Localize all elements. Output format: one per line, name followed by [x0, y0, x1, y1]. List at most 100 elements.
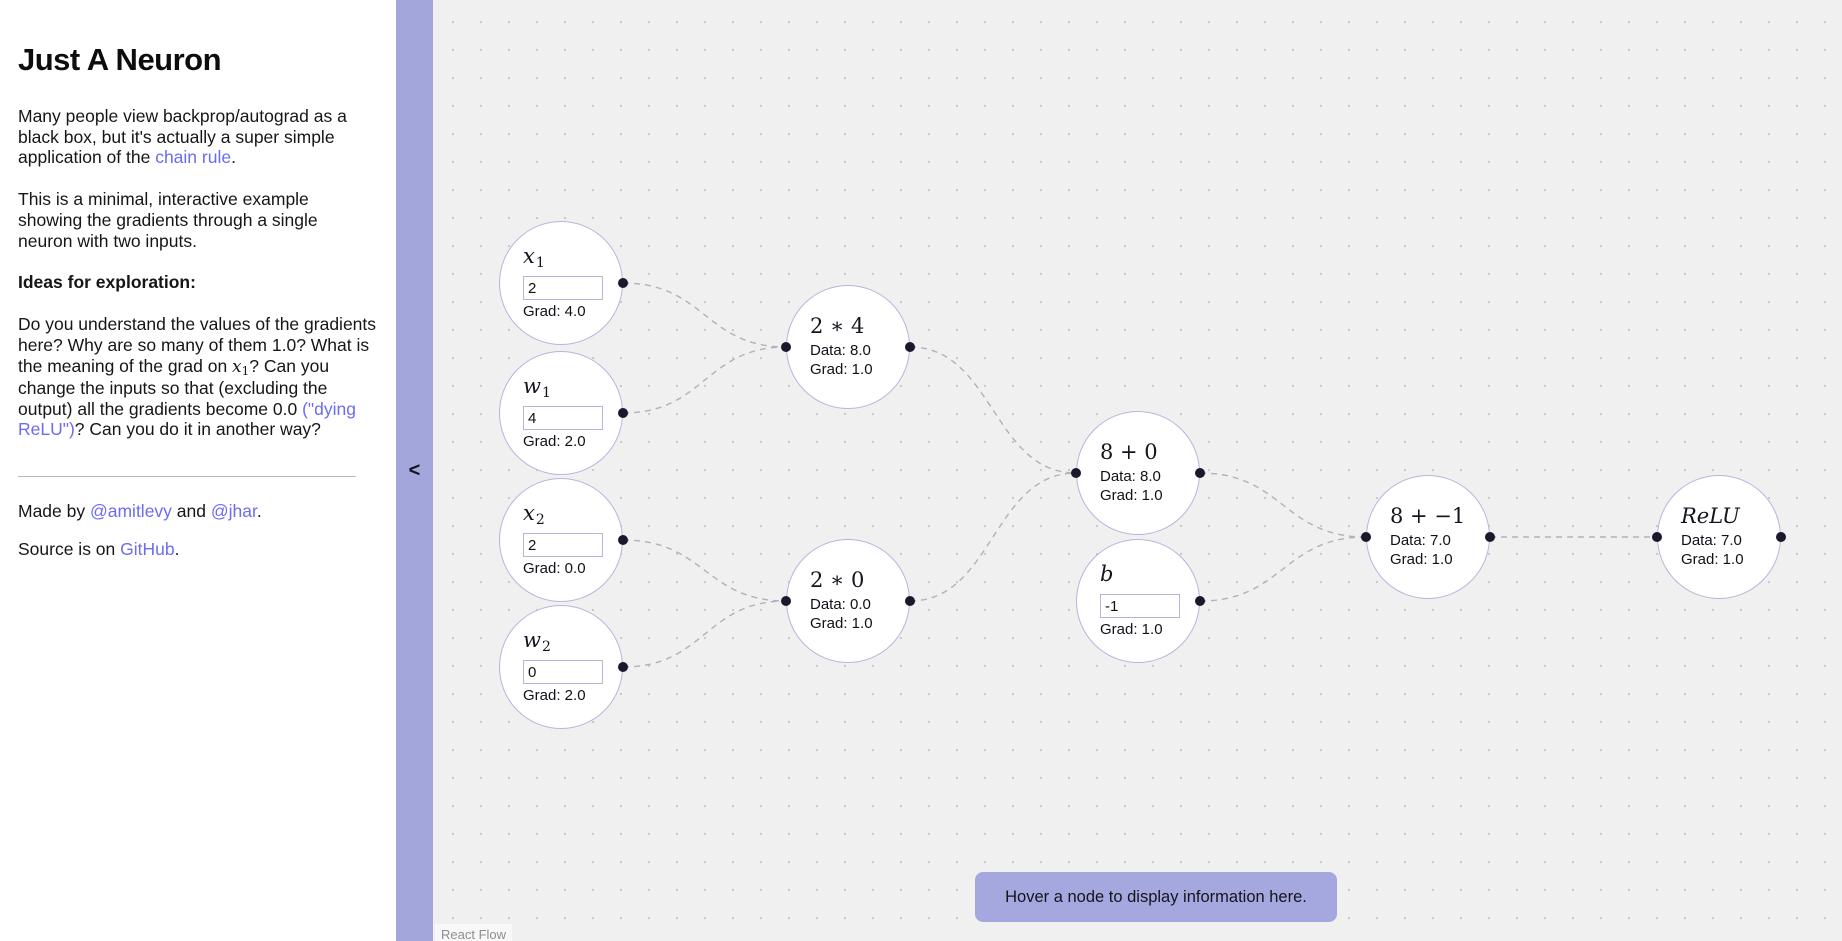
intro-period: . [231, 147, 236, 168]
made-by-text: Made by [18, 501, 90, 522]
source-text: Source is on [18, 538, 121, 559]
node-w2-grad: Grad: 2.0 [523, 687, 586, 705]
edge-x2-mul2 [622, 539, 787, 602]
node-x2[interactable]: x2 Grad: 0.0 [499, 478, 628, 602]
collapse-sidebar-button[interactable]: < [408, 459, 421, 481]
node-w1-grad: Grad: 2.0 [523, 433, 586, 451]
ideas-text-3: ? Can you do it in another way? [74, 419, 321, 440]
ideas-paragraph: Do you understand the values of the grad… [18, 314, 376, 440]
node-x1-grad: Grad: 4.0 [523, 303, 586, 321]
node-multiply-1[interactable]: 2 ∗ 4 Data: 8.0 Grad: 1.0 [781, 285, 915, 409]
node-info-panel: Hover a node to display information here… [975, 872, 1337, 922]
source-handle[interactable] [618, 278, 628, 288]
label-sub: 1 [535, 254, 545, 271]
node-w1-label: w1 [523, 373, 551, 401]
node-multiply-2-data: Data: 0.0 [810, 596, 871, 614]
edge-add1-add2 [1199, 472, 1367, 538]
node-relu[interactable]: ReLU Data: 7.0 Grad: 1.0 [1652, 475, 1786, 599]
node-bias-grad: Grad: 1.0 [1100, 621, 1163, 639]
label-main: b [1100, 561, 1114, 586]
dying-relu-link[interactable]: ("dying ReLU") [18, 398, 356, 440]
node-w1-value-input[interactable] [523, 406, 603, 431]
node-multiply-2-grad: Grad: 1.0 [810, 614, 873, 632]
node-bias-value-input[interactable] [1100, 594, 1180, 619]
label-sub: 2 [535, 511, 545, 528]
node-add-2-label: 8 + −1 [1390, 504, 1466, 529]
label-main: x [523, 243, 535, 268]
source-handle[interactable] [905, 596, 915, 606]
source-handle[interactable] [618, 662, 628, 672]
ideas-text-2: ? Can you change the inputs so that (exc… [18, 355, 330, 419]
math-main: x [232, 356, 242, 377]
node-add-1-data: Data: 8.0 [1100, 468, 1161, 486]
source-handle[interactable] [1195, 468, 1205, 478]
sidebar: Just A Neuron Many people view backprop/… [0, 0, 396, 941]
node-add-1-label: 8 + 0 [1100, 440, 1158, 465]
and-text: and [171, 501, 211, 522]
ideas-text-1: Do you understand the values of the grad… [18, 314, 377, 376]
source-handle[interactable] [905, 342, 915, 352]
source-handle[interactable] [618, 535, 628, 545]
node-w2-value-input[interactable] [523, 660, 603, 685]
ideas-heading: Ideas for exploration: [18, 272, 196, 293]
node-w2[interactable]: w2 Grad: 2.0 [499, 605, 628, 729]
target-handle[interactable] [781, 596, 791, 606]
react-flow-attribution[interactable]: React Flow [435, 924, 513, 941]
node-add-2[interactable]: 8 + −1 Data: 7.0 Grad: 1.0 [1361, 475, 1495, 599]
node-x2-label: x2 [523, 500, 545, 528]
node-w2-label: w2 [523, 627, 551, 655]
description-paragraph: This is a minimal, interactive example s… [18, 189, 318, 251]
node-multiply-1-data: Data: 8.0 [810, 342, 871, 360]
made-by-line: Made by @amitlevy and @jhar. [18, 501, 376, 522]
node-multiply-2-label: 2 ∗ 0 [810, 568, 865, 593]
label-main: x [523, 500, 535, 525]
node-add-1[interactable]: 8 + 0 Data: 8.0 Grad: 1.0 [1071, 411, 1205, 535]
label-main: w [523, 627, 541, 652]
node-x1-value-input[interactable] [523, 276, 603, 301]
math-sub: 1 [241, 363, 250, 378]
intro-text: Many people view backprop/autograd as a … [18, 106, 347, 168]
source-handle[interactable] [1485, 532, 1495, 542]
label-main: w [523, 373, 541, 398]
node-x1[interactable]: x1 Grad: 4.0 [499, 221, 628, 345]
edge-mul2-add1 [909, 472, 1077, 602]
edge-x1-mul1 [622, 282, 787, 348]
source-line: Source is on GitHub. [18, 539, 376, 560]
target-handle[interactable] [1652, 532, 1662, 542]
author-jhar-link[interactable]: @jhar [210, 501, 257, 522]
edge-b-add2 [1199, 536, 1367, 602]
node-multiply-2[interactable]: 2 ∗ 0 Data: 0.0 Grad: 1.0 [781, 539, 915, 663]
node-x1-label: x1 [523, 243, 545, 271]
node-relu-data: Data: 7.0 [1681, 532, 1742, 550]
node-x2-grad: Grad: 0.0 [523, 560, 586, 578]
credits: Made by @amitlevy and @jhar. Source is o… [18, 501, 376, 559]
github-link[interactable]: GitHub [120, 538, 175, 559]
node-bias[interactable]: b Grad: 1.0 [1076, 539, 1205, 663]
node-relu-label: ReLU [1681, 504, 1740, 529]
flow-canvas[interactable]: x1 Grad: 4.0 w1 Grad: 2.0 x2 Grad: 0.0 w… [433, 0, 1842, 941]
source-handle[interactable] [1195, 596, 1205, 606]
target-handle[interactable] [1071, 468, 1081, 478]
sidebar-collapse-strip: < [396, 0, 433, 941]
node-add-1-grad: Grad: 1.0 [1100, 486, 1163, 504]
target-handle[interactable] [781, 342, 791, 352]
node-w1[interactable]: w1 Grad: 2.0 [499, 351, 628, 475]
node-add-2-data: Data: 7.0 [1390, 532, 1451, 550]
node-add-2-grad: Grad: 1.0 [1390, 550, 1453, 568]
chain-rule-link[interactable]: chain rule [155, 147, 232, 168]
author-amitlevy-link[interactable]: @amitlevy [89, 501, 172, 522]
target-handle[interactable] [1361, 532, 1371, 542]
node-multiply-1-grad: Grad: 1.0 [810, 360, 873, 378]
source-period: . [174, 538, 180, 559]
source-handle[interactable] [1776, 532, 1786, 542]
label-sub: 2 [541, 638, 551, 655]
period-text: . [256, 501, 262, 522]
intro-paragraph: Many people view backprop/autograd as a … [18, 106, 376, 168]
source-handle[interactable] [618, 408, 628, 418]
node-multiply-1-label: 2 ∗ 4 [810, 314, 865, 339]
node-relu-grad: Grad: 1.0 [1681, 550, 1744, 568]
edge-w2-mul2 [622, 600, 787, 668]
node-bias-label: b [1100, 561, 1114, 589]
inline-math-x1: x1 [232, 356, 250, 378]
node-x2-value-input[interactable] [523, 533, 603, 558]
